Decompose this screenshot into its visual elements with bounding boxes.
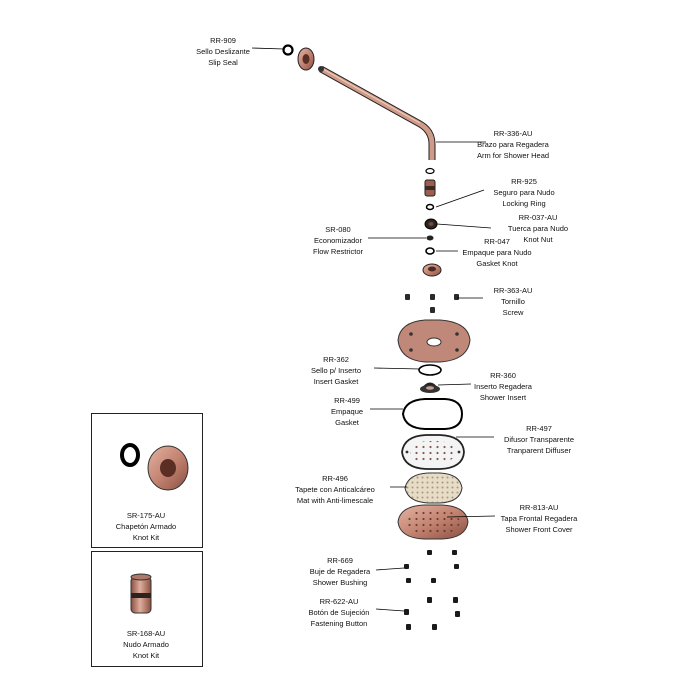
mounting-plate-part: [397, 319, 471, 363]
screws-part: [405, 294, 459, 313]
anti-limescale-mat-part: [404, 472, 463, 504]
kit-box-knot: [91, 551, 203, 667]
flow-restrictor-part: [426, 235, 434, 241]
knot-body-part: [424, 179, 436, 197]
insert-gasket-part: [418, 364, 442, 376]
fastening-buttons-part: [404, 597, 460, 630]
gasket-part: [401, 398, 464, 430]
transparent-diffuser-part: [401, 434, 465, 470]
shower-bushings-part: [404, 550, 459, 583]
arm-flange-part: [297, 47, 315, 71]
kit-box-knot-flange: [91, 413, 203, 548]
kit-knot-flange-illustration: [120, 443, 189, 491]
slip-seal-part: [282, 44, 294, 56]
knot-base-part: [422, 263, 442, 277]
gasket-knot-part: [425, 247, 435, 255]
kit-knot-body-illustration: [130, 573, 152, 614]
knot-nut-part: [424, 218, 438, 230]
leader-lines: [251, 47, 496, 612]
shower-arm-part: [318, 65, 436, 160]
shower-insert-part: [420, 382, 440, 393]
locking-ring-small-part: [425, 203, 435, 211]
locking-ring-part: [425, 167, 435, 175]
shower-front-cover-part: [397, 504, 469, 540]
